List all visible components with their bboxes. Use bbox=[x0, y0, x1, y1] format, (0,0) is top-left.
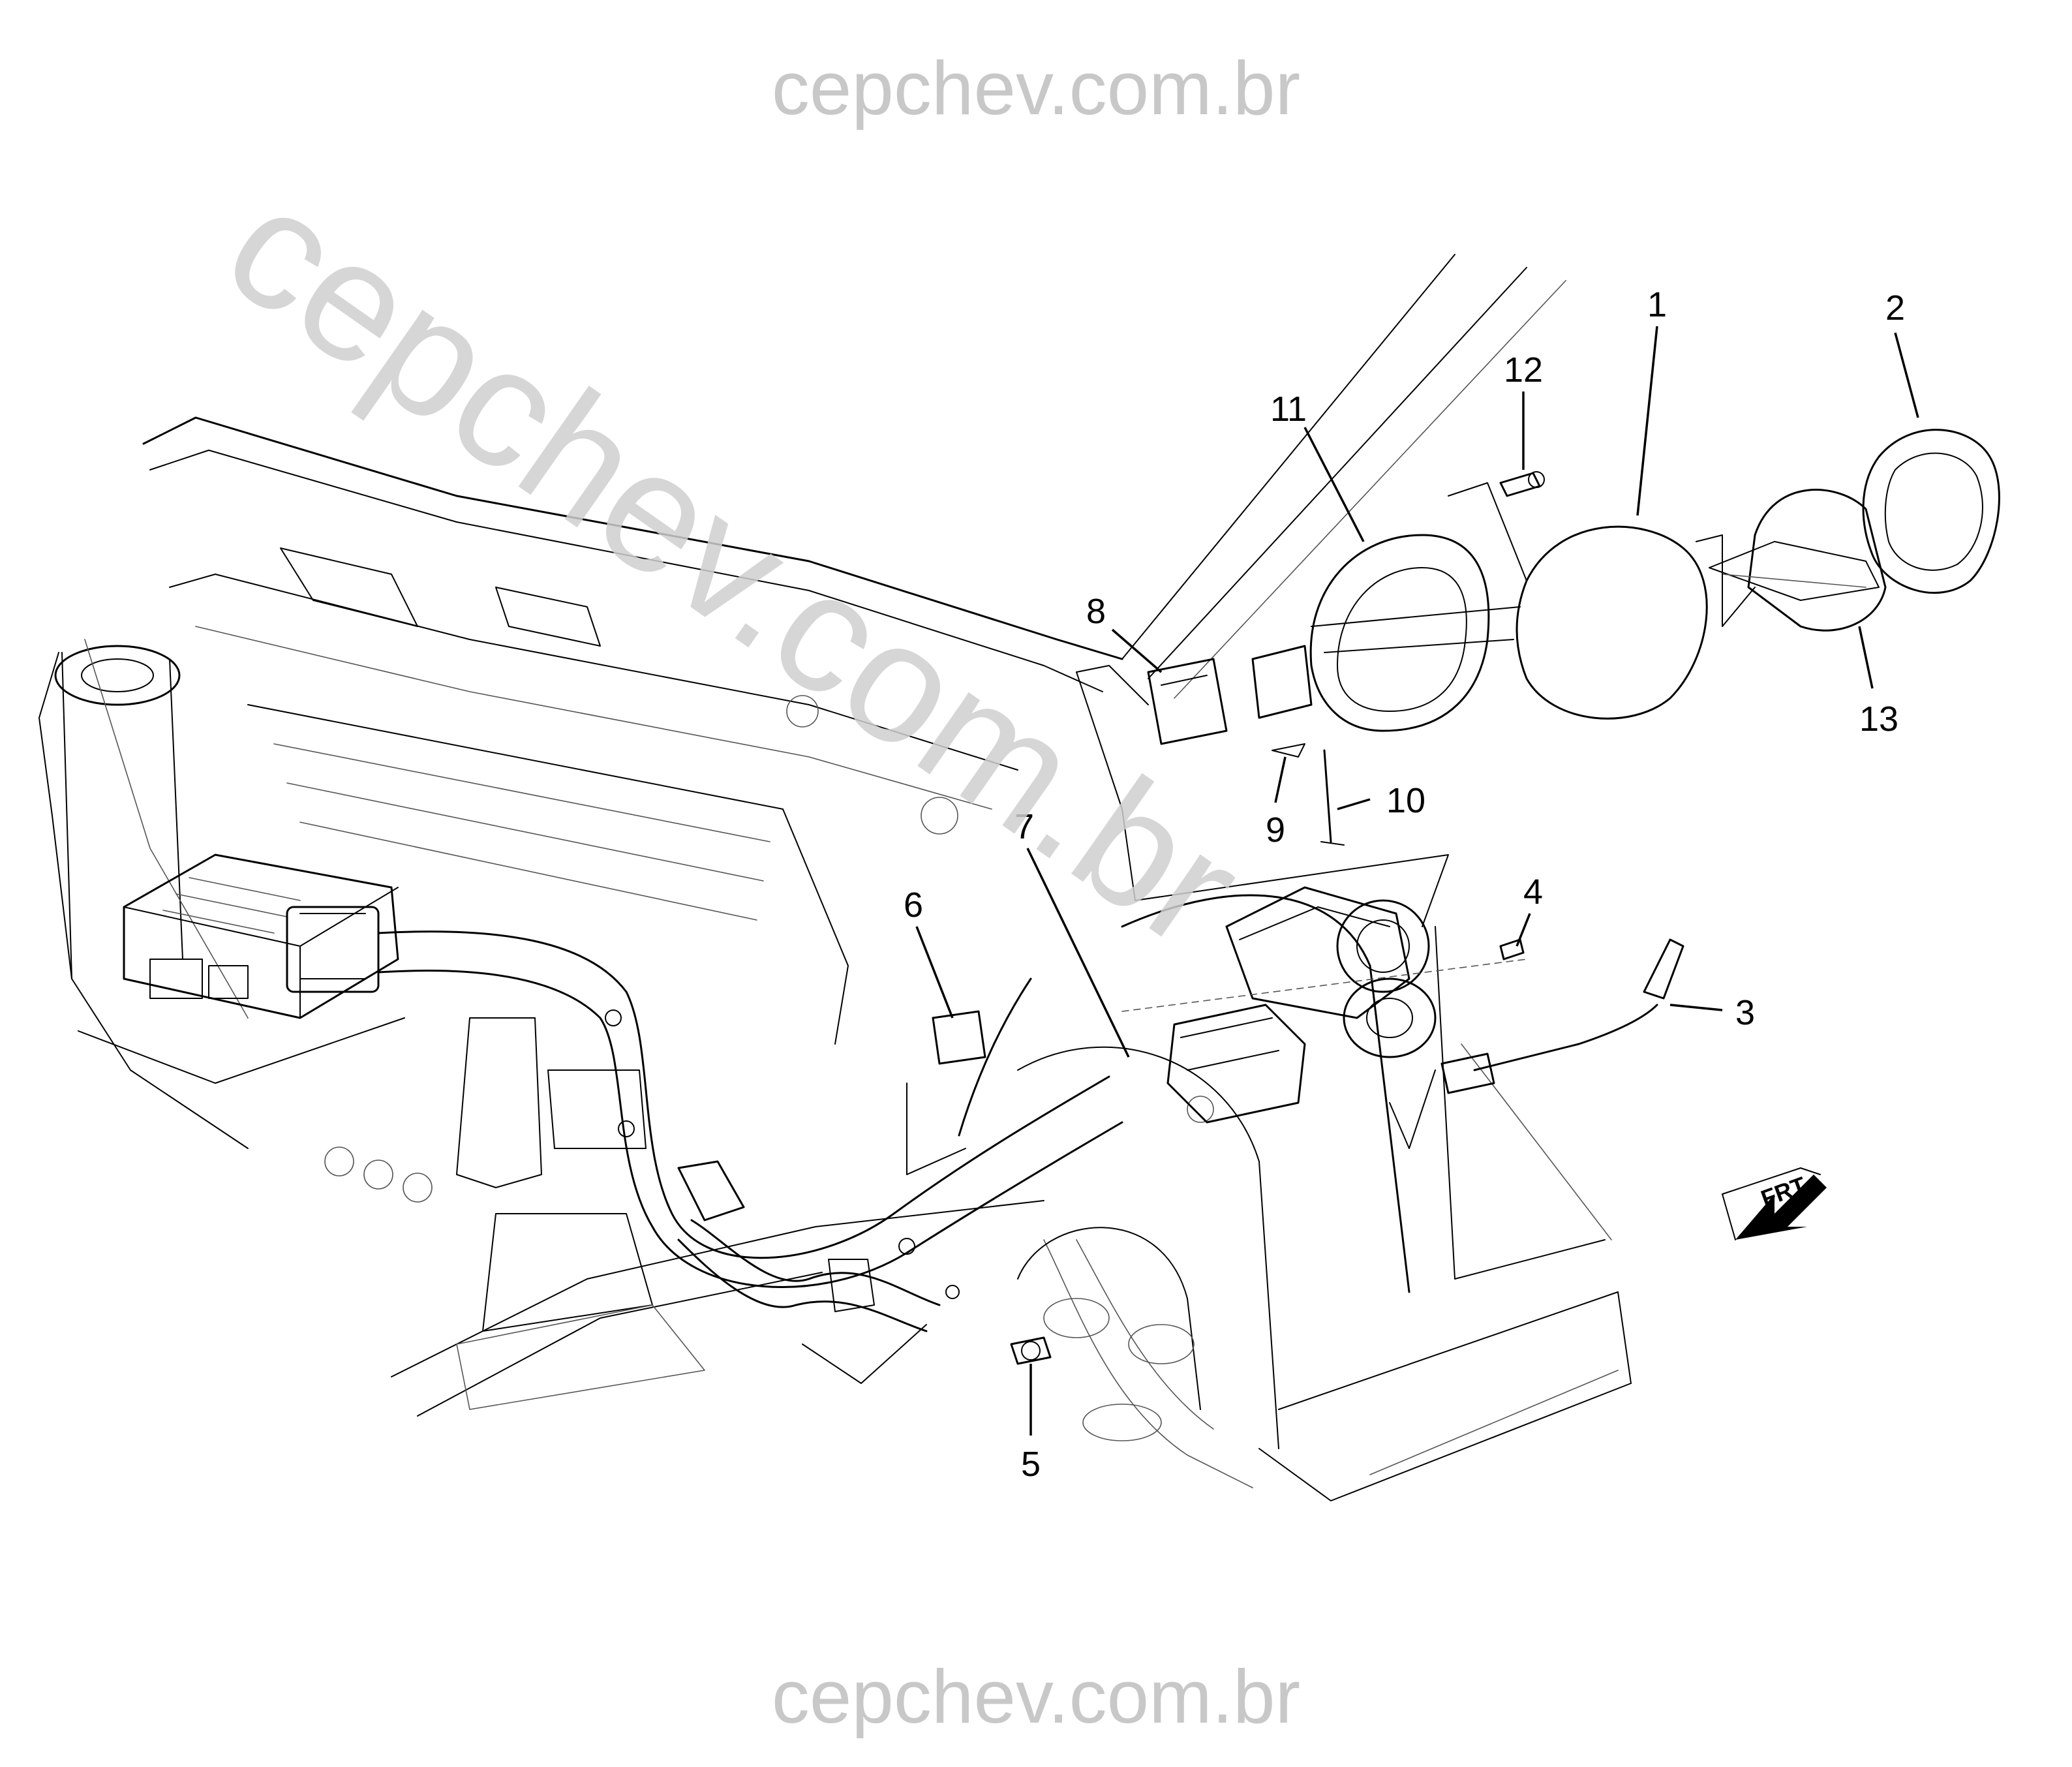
callout-11: 11 bbox=[1270, 390, 1307, 429]
watermark-top: cepchev.com.br bbox=[772, 46, 1300, 131]
charge-port-assembly bbox=[1121, 886, 1527, 1124]
exploded-view-brackets bbox=[78, 482, 1756, 1384]
callout-4: 4 bbox=[1523, 872, 1543, 912]
callout-9: 9 bbox=[1266, 810, 1285, 850]
callout-1: 1 bbox=[1647, 285, 1667, 324]
callout-leaders bbox=[915, 326, 1919, 1436]
watermark-bottom: cepchev.com.br bbox=[772, 1654, 1300, 1739]
callout-6: 6 bbox=[904, 885, 923, 925]
charging-module bbox=[123, 853, 399, 1019]
charging-cable-harness bbox=[286, 906, 1658, 1332]
watermark-diagonal: cepchev.com.br bbox=[194, 149, 1273, 984]
callout-8: 8 bbox=[1086, 592, 1106, 631]
callout-12: 12 bbox=[1504, 350, 1543, 390]
callout-13: 13 bbox=[1859, 699, 1898, 739]
front-direction-indicator: FRT bbox=[1722, 1167, 1827, 1240]
callout-10: 10 bbox=[1386, 781, 1425, 820]
callout-labels: 1 2 3 4 5 6 7 8 9 10 11 12 13 bbox=[904, 285, 1905, 1484]
callout-3: 3 bbox=[1735, 993, 1755, 1032]
callout-2: 2 bbox=[1885, 288, 1905, 328]
vehicle-body-structure bbox=[38, 254, 1632, 1501]
callout-7: 7 bbox=[1014, 807, 1034, 846]
callout-5: 5 bbox=[1021, 1445, 1041, 1484]
front-arrow-icon bbox=[1722, 1167, 1827, 1240]
charge-port-door-assembly bbox=[932, 429, 2000, 1365]
